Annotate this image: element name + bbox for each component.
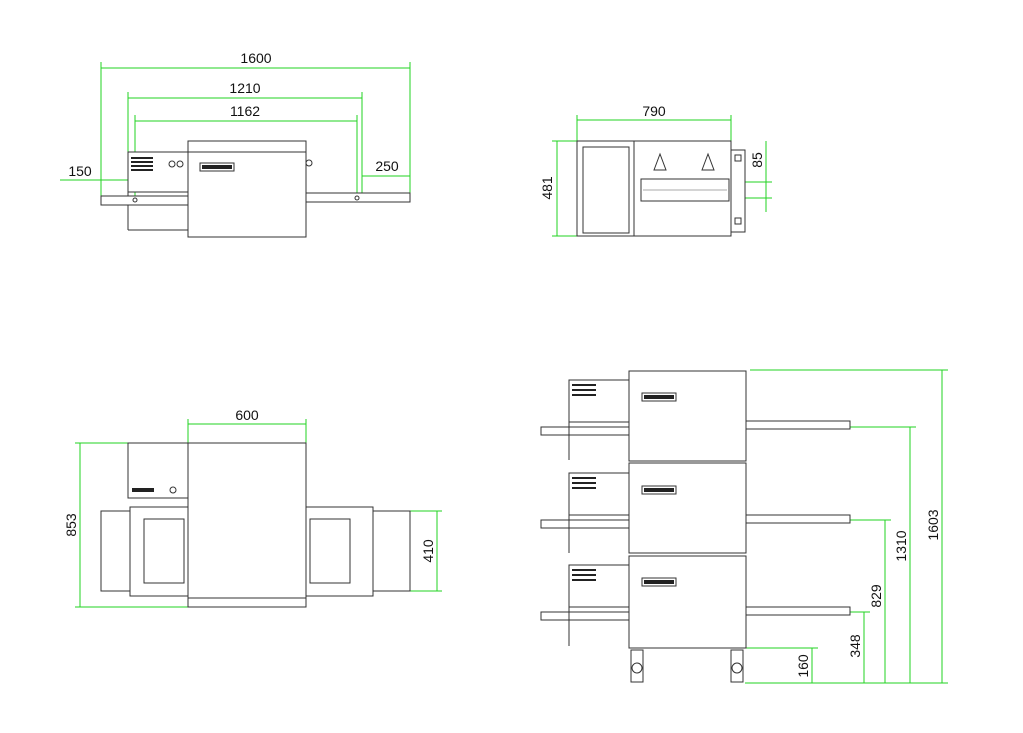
oven-front bbox=[100, 140, 411, 238]
dim-right-extension: 250 bbox=[375, 158, 399, 174]
side-view: 790 481 85 bbox=[539, 103, 772, 237]
dim-base-height: 160 bbox=[795, 654, 811, 678]
dim-left-extension: 150 bbox=[68, 163, 92, 179]
dim-overall-length: 1600 bbox=[240, 50, 271, 66]
stacked-dimensions bbox=[745, 369, 948, 684]
dim-middle-belt-height: 829 bbox=[868, 584, 884, 608]
dim-opening: 85 bbox=[749, 152, 765, 168]
dim-top-belt-height: 1310 bbox=[893, 530, 909, 561]
dim-depth: 790 bbox=[642, 103, 666, 119]
front-dimensions bbox=[60, 62, 411, 200]
stacked-view: 1603 1310 829 348 160 bbox=[540, 369, 948, 684]
front-view-single: 1600 1210 1162 150 250 bbox=[60, 50, 411, 238]
oven-stack-middle bbox=[540, 462, 851, 554]
dim-height: 481 bbox=[539, 176, 555, 200]
top-view: 600 853 410 bbox=[63, 407, 442, 608]
oven-top bbox=[100, 442, 411, 608]
dim-overall-depth: 853 bbox=[63, 513, 79, 537]
top-dimensions bbox=[75, 419, 442, 608]
dim-belt-length: 1162 bbox=[230, 103, 260, 119]
oven-stack-top bbox=[540, 370, 851, 462]
dim-inner-length: 1210 bbox=[229, 80, 260, 96]
dim-total-height: 1603 bbox=[925, 509, 941, 540]
dim-bottom-belt-height: 348 bbox=[847, 634, 863, 658]
dim-belt-width: 410 bbox=[420, 539, 436, 563]
stand-casters bbox=[629, 647, 746, 683]
dim-chamber-width: 600 bbox=[235, 407, 259, 423]
oven-side bbox=[576, 140, 746, 237]
oven-stack-bottom bbox=[540, 555, 851, 649]
side-dimensions bbox=[552, 115, 772, 237]
